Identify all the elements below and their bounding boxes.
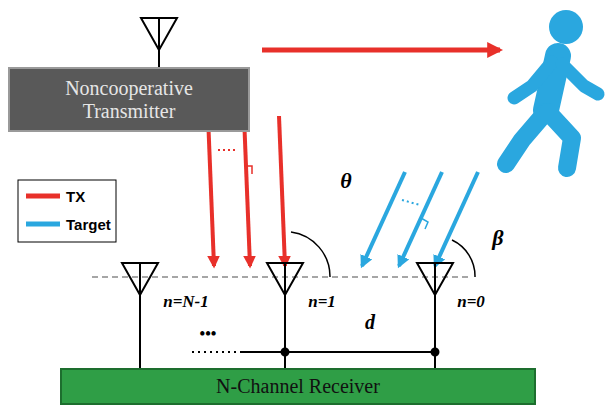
angle-label: β xyxy=(492,225,503,251)
tx-antenna xyxy=(141,18,177,68)
target-person xyxy=(506,10,598,168)
legend-label: Target xyxy=(66,216,111,233)
node-label: Noncooperative Transmitter xyxy=(44,77,214,123)
direct-path-arrow xyxy=(262,48,500,53)
beta-arc xyxy=(452,240,475,277)
element-index: n=N-1 xyxy=(163,292,209,312)
node-label: N-Channel Receiver xyxy=(216,375,380,398)
legend-label: TX xyxy=(66,188,85,205)
feed-wiring xyxy=(192,349,439,356)
legend-frame xyxy=(18,180,116,242)
angle-label: θ xyxy=(340,168,351,194)
rx-antennas xyxy=(122,263,453,368)
theta-arc xyxy=(291,232,330,277)
ellipsis-mark: ••• xyxy=(200,325,217,343)
receiver-box: N-Channel Receiver xyxy=(60,368,536,405)
spacing-label: d xyxy=(365,311,375,334)
element-index: n=0 xyxy=(457,292,485,312)
target-wavefront-arrows xyxy=(362,172,478,266)
tx-wavefront-arrows xyxy=(208,116,285,266)
transmitter-box: Noncooperative Transmitter xyxy=(8,67,250,132)
element-index: n=1 xyxy=(308,292,336,312)
